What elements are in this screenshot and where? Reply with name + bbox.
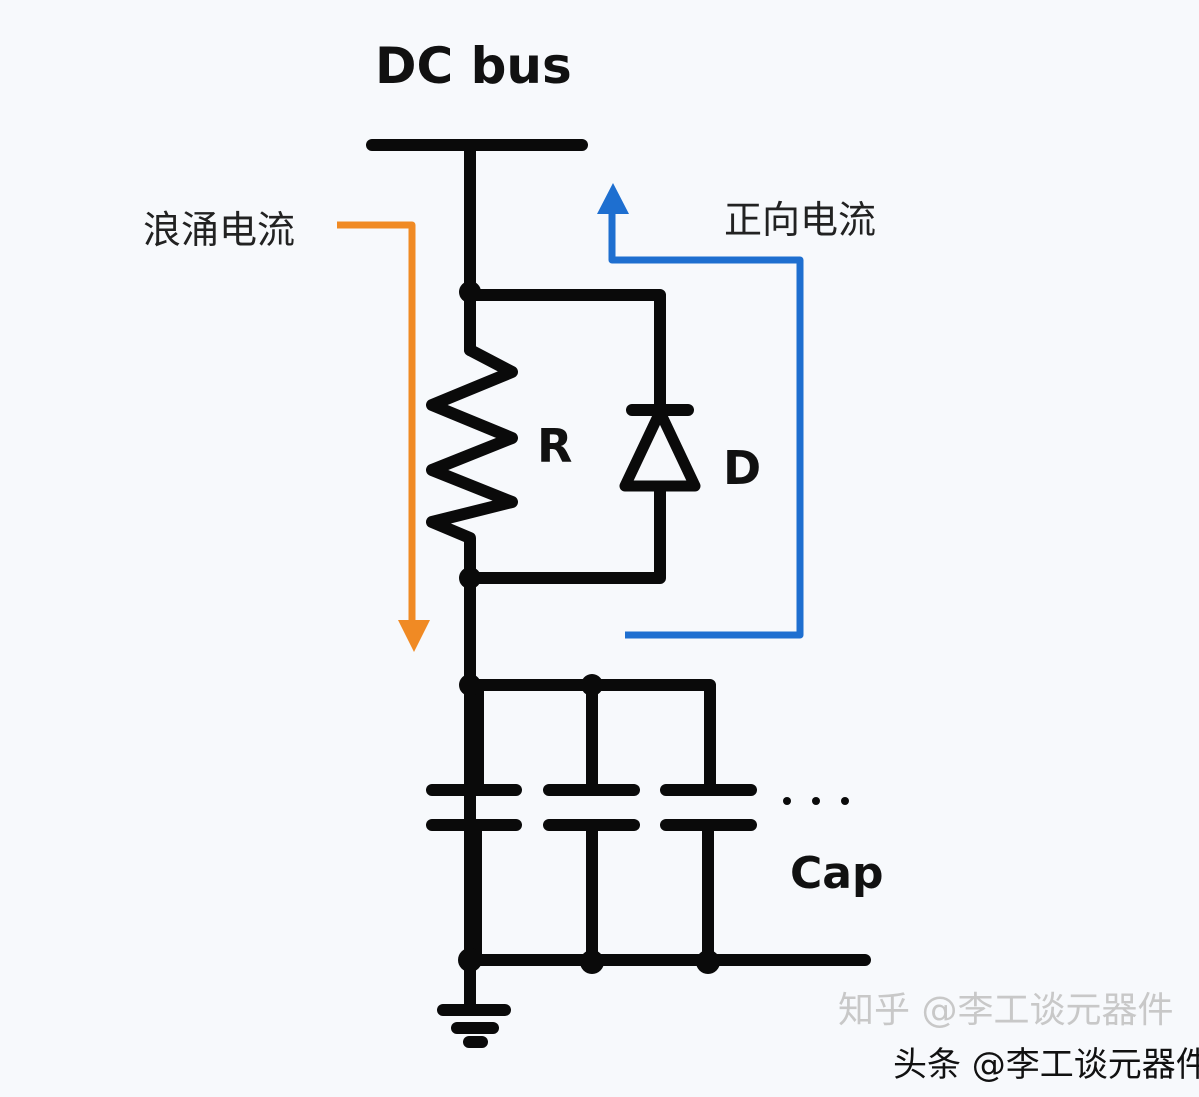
forward-current-arrow [597,183,804,639]
capacitor-2 [543,784,640,966]
diode-label: D [723,441,761,495]
capacitor-1 [426,784,522,966]
resistor-label: R [537,419,572,473]
more-capacitors-dots [783,797,849,805]
capacitor-3 [660,784,757,966]
capacitor-label: Cap [790,848,883,899]
dc-bus-label: DC bus [375,37,572,95]
toutiao-watermark: 头条 @李工谈元器件 [893,1045,1199,1085]
forward-current-label: 正向电流 [724,198,876,242]
diode-triangle [619,406,701,492]
ground-symbol [437,1004,511,1048]
diode-top-wire [464,289,666,416]
surge-current-label: 浪涌电流 [143,208,295,252]
diode-bottom-wire [464,482,666,584]
junction-dots [458,281,720,974]
resistor [426,344,518,966]
surge-current-arrow [337,221,430,652]
cap-top-wire [464,679,716,796]
zhihu-watermark: 知乎 @李工谈元器件 [838,990,1173,1031]
